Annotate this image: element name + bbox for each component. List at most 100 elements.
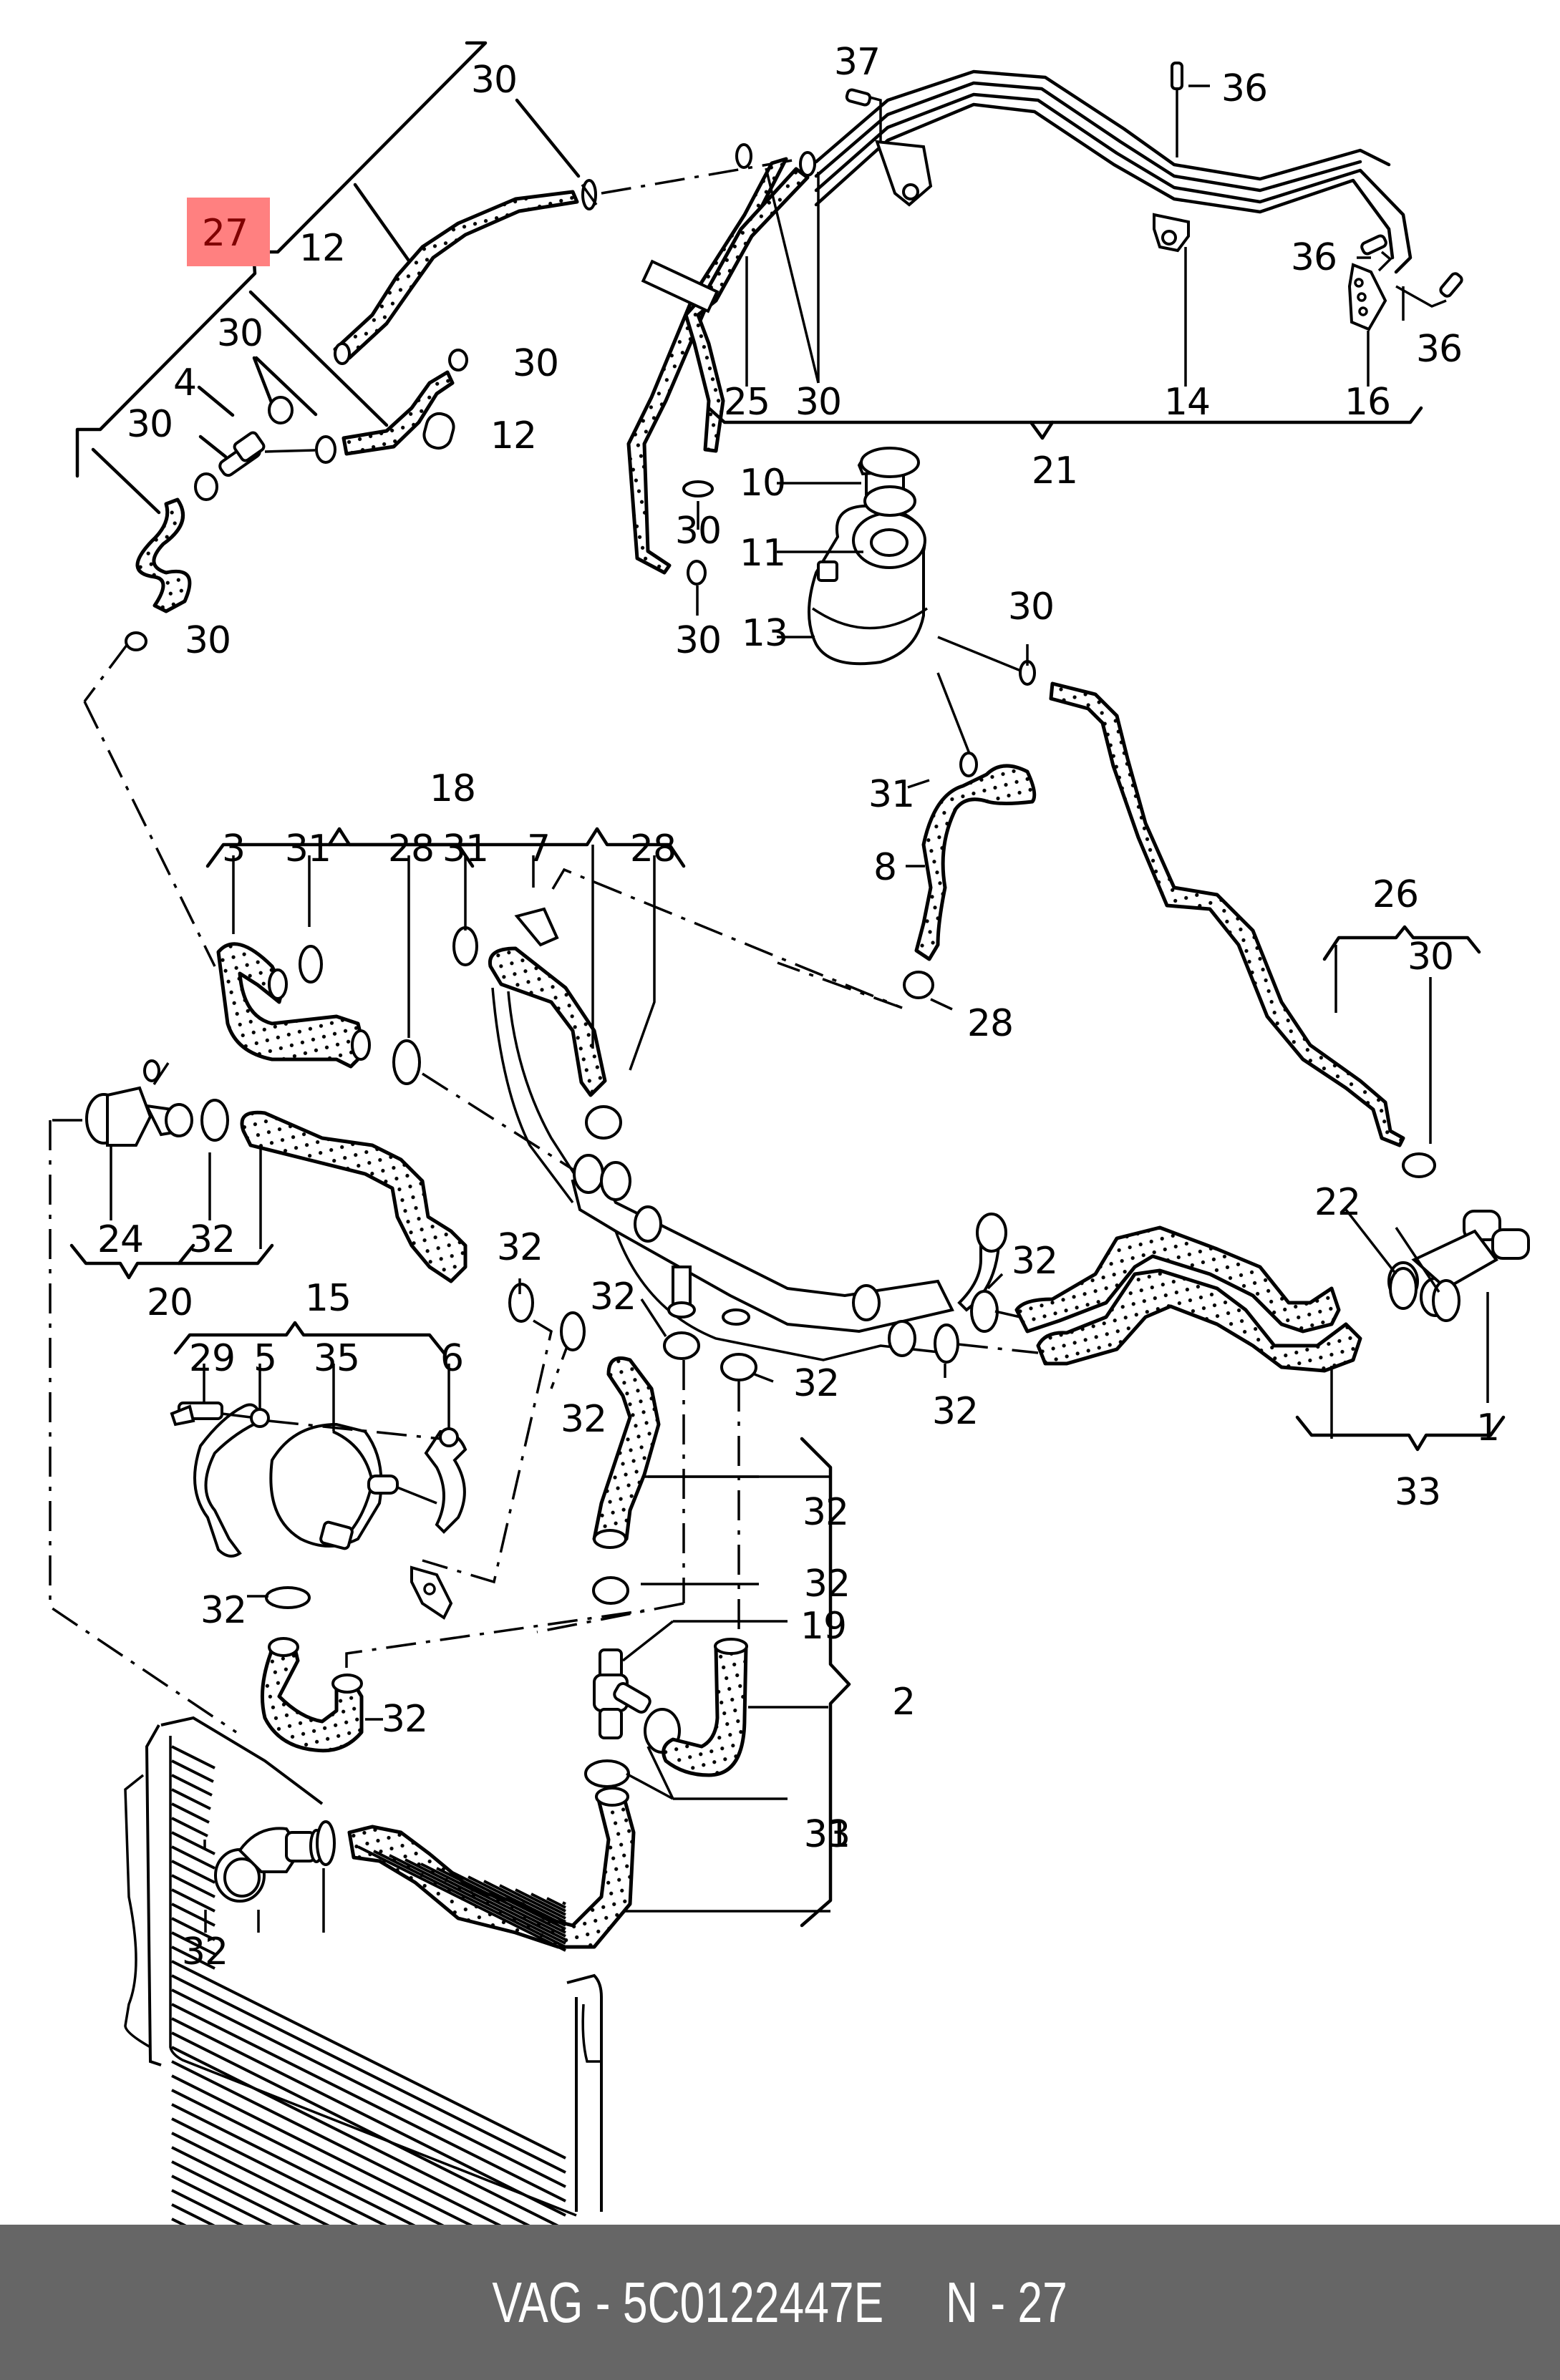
guide-line — [957, 1343, 1039, 1354]
guide-line — [994, 1310, 1021, 1318]
callout-label: 35 — [313, 1337, 360, 1380]
flange-24 — [85, 1062, 193, 1147]
guide-line — [49, 1120, 237, 1734]
callout-label: 19 — [800, 1605, 847, 1648]
radiator-fin — [171, 2117, 387, 2225]
callout-label: 14 — [1163, 381, 1211, 424]
callout-label: 32 — [188, 1218, 236, 1261]
radiator-fin — [483, 1880, 566, 1923]
clamp-32 — [592, 1576, 629, 1605]
oring-11 — [863, 485, 916, 517]
radiator-fin — [171, 1917, 215, 1941]
clamp-32 — [316, 1820, 336, 1866]
leader — [221, 1412, 251, 1419]
callout-label: 32 — [200, 1589, 247, 1632]
radiator-fin — [171, 1931, 215, 1956]
radiator-fin — [404, 1858, 566, 1941]
callout-label: 32 — [496, 1226, 543, 1269]
connector-4 — [194, 396, 336, 501]
callout-label: 28 — [387, 827, 435, 870]
clamp-28 — [585, 1105, 622, 1140]
callout-label: 3 — [221, 827, 246, 870]
leader — [640, 1298, 667, 1337]
callout-label: 25 — [723, 381, 770, 424]
callout-label: 13 — [741, 612, 788, 655]
callout-label: 29 — [188, 1337, 236, 1380]
callout-label: 28 — [966, 1002, 1014, 1045]
radiator — [124, 1716, 603, 2217]
radiator-fin — [171, 2160, 301, 2225]
radiator-fin — [171, 1745, 215, 1769]
callout-label: 6 — [440, 1337, 464, 1380]
guide-line — [536, 1602, 684, 1633]
footer-banner: VAG - 5C0122447E N - 27 — [0, 2225, 1560, 2380]
radiator-fin — [171, 1788, 211, 1810]
radiator-fin — [171, 1874, 215, 1898]
radiator-fin — [531, 1893, 566, 1913]
parts-diagram: 30 27 12 30 30 4 30 12 30 37 36 36 36 25… — [49, 41, 1530, 2225]
leader — [626, 1772, 674, 1800]
callout-label: 21 — [1031, 450, 1078, 492]
callout-label: 31 — [284, 827, 331, 870]
clamp-32 — [970, 1290, 999, 1333]
group-19-bracket — [800, 1437, 851, 1928]
callout-label: 15 — [304, 1277, 352, 1320]
hose-pair-1 — [1014, 1225, 1362, 1373]
expansion-tank-13 — [808, 452, 928, 666]
radiator-fin — [171, 1903, 215, 1927]
callout-label-highlighted[interactable]: 27 — [201, 212, 248, 255]
callout-label: 33 — [1394, 1471, 1441, 1514]
radiator-fin — [357, 1845, 566, 1952]
radiator-fin — [171, 1845, 215, 1870]
radiator-fin — [171, 1759, 214, 1783]
radiator-fin — [499, 1884, 566, 1920]
callout-label: 37 — [833, 41, 881, 84]
radiator-fin — [171, 1960, 566, 2160]
hose-s-left — [125, 497, 192, 651]
guide-line — [345, 1609, 645, 1668]
leader — [397, 1486, 437, 1505]
leader — [907, 779, 930, 789]
callout-label: 32 — [560, 1398, 607, 1441]
callout-label: 30 — [126, 403, 173, 446]
callout-label: 32 — [802, 1491, 849, 1534]
guide-line — [83, 701, 216, 967]
guide-line — [551, 868, 903, 1009]
leader — [754, 1373, 774, 1383]
radiator-fin — [171, 1946, 215, 1970]
guide-line — [777, 961, 903, 1009]
clamp-32 — [720, 1353, 757, 1381]
hose-12-small — [341, 349, 468, 456]
callout-label: 30 — [1407, 936, 1454, 978]
clamp-28 — [392, 1039, 421, 1085]
callout-label: 32 — [1011, 1240, 1058, 1283]
hose-3 — [216, 942, 371, 1069]
callout-label: 30 — [470, 59, 518, 102]
radiator-fin — [171, 2175, 273, 2225]
clamp-31 — [299, 945, 323, 983]
hose-7 — [488, 907, 607, 1204]
callout-label: 12 — [299, 227, 346, 270]
group-21-bracket-tip — [1029, 420, 1055, 440]
highlight-box — [187, 198, 270, 266]
leader — [765, 167, 820, 384]
radiator-fin — [171, 2031, 559, 2225]
radiator-fin — [171, 2103, 416, 2225]
clamp-32 — [200, 1099, 229, 1142]
guide-line — [268, 1419, 441, 1440]
cap-10 — [860, 447, 920, 478]
clamp-32 — [1432, 1279, 1460, 1322]
callout-label: 31 — [868, 773, 915, 816]
group-15-bracket — [173, 1321, 446, 1355]
pipe-assembly-21 — [750, 62, 1463, 331]
leader — [1345, 1208, 1397, 1276]
callout-label: 16 — [1344, 381, 1391, 424]
radiator-fin — [171, 1988, 566, 2188]
hose-2 — [260, 1637, 364, 1753]
guide-line — [83, 643, 129, 703]
callout-label: 4 — [173, 361, 197, 404]
radiator-fin — [171, 1817, 208, 1837]
hose-25-pair — [626, 143, 816, 586]
callout-label: 12 — [490, 414, 537, 457]
nipple — [143, 1059, 160, 1082]
